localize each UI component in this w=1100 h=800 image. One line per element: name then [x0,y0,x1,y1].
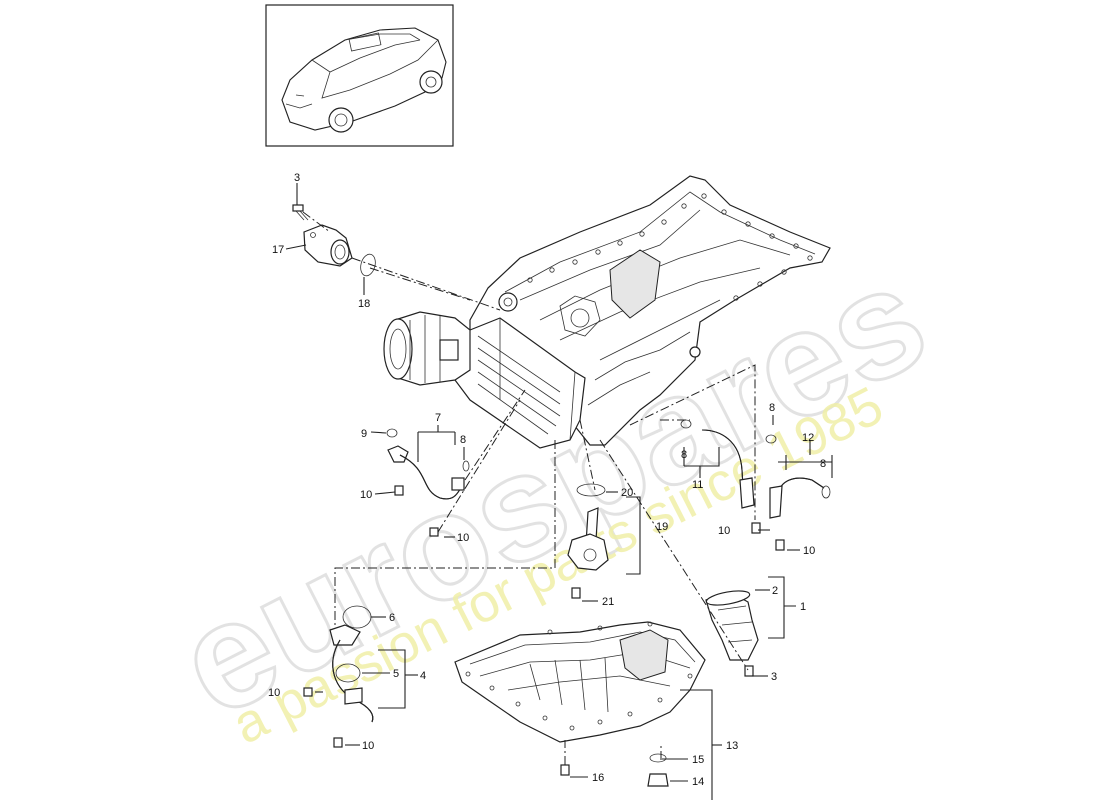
callout-10-left-mid: 10 [457,532,469,544]
callout-1: 1 [800,601,806,613]
vehicle-thumbnail [265,4,454,147]
callout-7: 7 [435,412,441,424]
oil-lines-right [680,419,831,551]
callout-10-left-low: 10 [268,687,280,699]
callout-10-right: 10 [803,545,815,557]
callout-labels: 3 17 18 7 9 8 10 10 20 19 21 6 5 4 10 10… [268,172,826,788]
callout-20: 20 [621,487,633,499]
oil-pickup-right [705,590,759,677]
callout-10-left-top: 10 [360,489,372,501]
oil-level-sensor [567,483,609,599]
callout-14: 14 [692,776,704,788]
callout-10-right-top: 10 [718,525,730,537]
callout-2: 2 [772,585,778,597]
leader-lines [285,183,833,800]
callout-4: 4 [420,670,426,682]
callout-19: 19 [656,521,668,533]
callout-10-left-bottom: 10 [362,740,374,752]
connector-lines [302,211,756,765]
callout-18: 18 [358,298,370,310]
callout-3-bottom: 3 [771,671,777,683]
callout-15: 15 [692,754,704,766]
callout-6: 6 [389,612,395,624]
callout-8-right-top: 8 [769,402,775,414]
callout-9: 9 [361,428,367,440]
callout-13: 13 [726,740,738,752]
callout-21: 21 [602,596,614,608]
coolant-flange-assembly [292,204,376,277]
oil-pan-lower [454,621,706,787]
callout-17: 17 [272,244,284,256]
oil-line-left [386,428,470,537]
callout-12: 12 [802,432,814,444]
callout-5: 5 [393,668,399,680]
callout-3-top: 3 [294,172,300,184]
oil-pickup-left [303,605,374,748]
callout-8-center: 8 [681,449,687,461]
callout-8-left: 8 [460,434,466,446]
callout-16: 16 [592,772,604,784]
callout-8-right: 8 [820,458,826,470]
oil-pan-upper [383,175,831,449]
callout-11: 11 [692,479,703,491]
